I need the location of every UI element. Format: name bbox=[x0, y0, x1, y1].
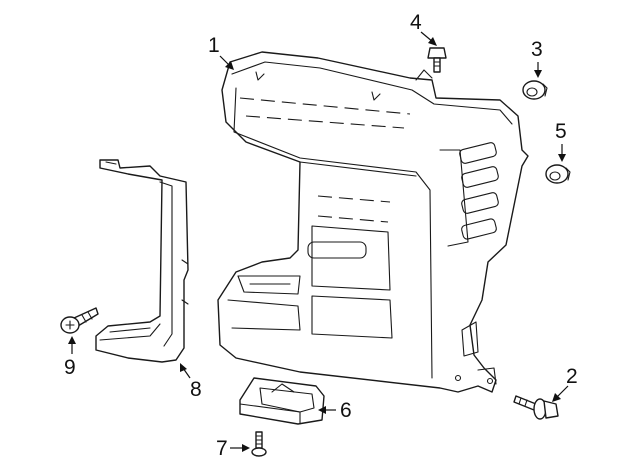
callout-6: 6 bbox=[340, 399, 352, 422]
side-bracket bbox=[95, 159, 189, 363]
tapping-screw bbox=[60, 307, 99, 334]
nut-upper bbox=[522, 80, 548, 100]
callout-5: 5 bbox=[555, 120, 567, 143]
callout-1: 1 bbox=[208, 34, 220, 57]
callout-7: 7 bbox=[216, 437, 228, 460]
callout-labels: 1 2 3 4 5 6 7 8 9 bbox=[64, 11, 578, 460]
callout-3: 3 bbox=[531, 38, 543, 61]
adjuster-pad bbox=[239, 377, 325, 425]
callout-9: 9 bbox=[64, 356, 76, 379]
callout-2: 2 bbox=[566, 365, 578, 388]
flange-bolt bbox=[513, 395, 559, 420]
headlamp-housing bbox=[217, 51, 529, 393]
callout-4: 4 bbox=[410, 11, 422, 34]
leader-lines bbox=[68, 31, 569, 452]
callout-8: 8 bbox=[190, 378, 202, 401]
small-screw bbox=[251, 431, 267, 457]
bolt-top bbox=[427, 47, 447, 73]
nut-lower bbox=[545, 164, 571, 184]
